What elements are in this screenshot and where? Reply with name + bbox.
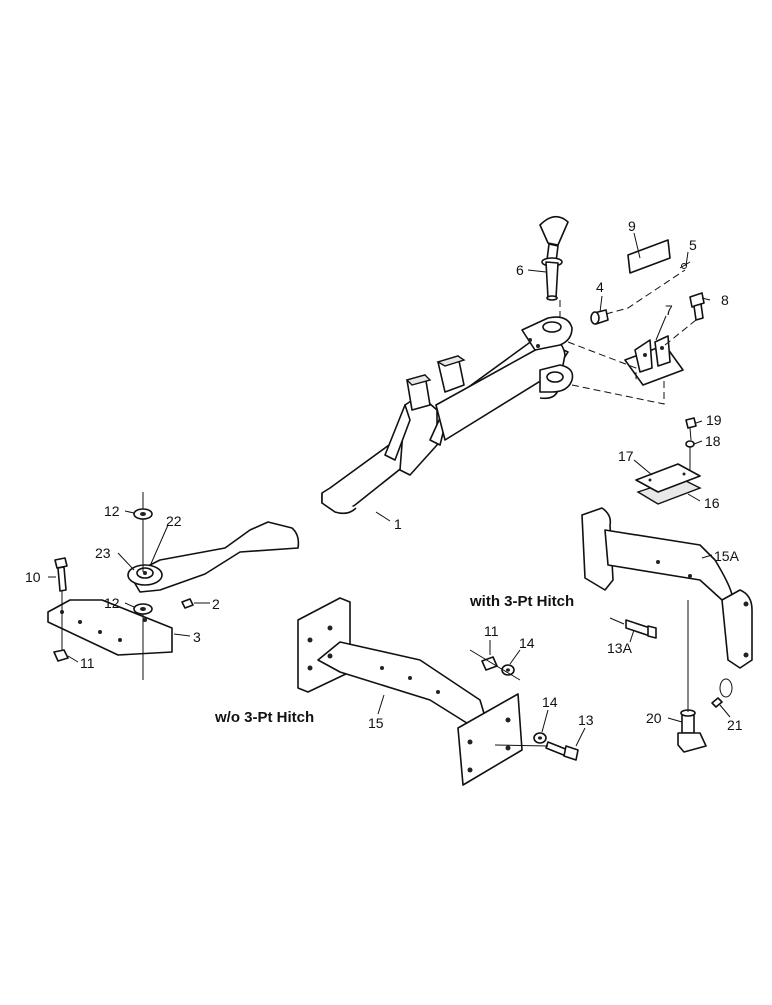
callout-7: 7 xyxy=(665,302,673,318)
callout-19: 19 xyxy=(706,412,722,428)
callout-15: 15 xyxy=(368,715,384,731)
washer-part-14-top xyxy=(501,664,515,676)
callout-3: 3 xyxy=(193,629,201,645)
callout-1: 1 xyxy=(394,516,402,532)
hitch-pin-part-6 xyxy=(539,215,569,301)
callout-6: 6 xyxy=(516,262,524,278)
bolt-part-13 xyxy=(545,741,579,761)
cotter-pin-part-5 xyxy=(679,261,691,269)
bolt-part-13A xyxy=(625,619,657,639)
pin-part-20 xyxy=(677,709,707,753)
callout-4: 4 xyxy=(596,279,604,295)
callout-2: 2 xyxy=(212,596,220,612)
callout-5: 5 xyxy=(689,237,697,253)
nut-part-2 xyxy=(181,598,194,609)
callout-16: 16 xyxy=(704,495,720,511)
caption-with-3pt-hitch: with 3-Pt Hitch xyxy=(469,593,574,610)
callout-numbers: 1 2 3 4 5 6 7 8 9 10 11 11 12 12 13 13A … xyxy=(25,218,743,733)
assembly-lines xyxy=(61,269,697,747)
nut-part-11-left xyxy=(53,649,69,662)
callout-20: 20 xyxy=(646,710,662,726)
washer-part-14-bottom xyxy=(533,732,547,744)
callout-12b: 12 xyxy=(104,595,120,611)
bolt-part-10 xyxy=(54,557,68,592)
clevis-pin-part-4 xyxy=(590,309,609,325)
callout-leaders xyxy=(48,232,731,747)
callout-11a: 11 xyxy=(80,655,95,671)
bracket-part-9 xyxy=(627,239,671,274)
callout-10: 10 xyxy=(25,569,41,585)
hitch-bar-part-15A xyxy=(581,507,753,669)
callout-14b: 14 xyxy=(542,694,558,710)
callout-14a: 14 xyxy=(519,635,535,651)
swivel-drawbar-part-22 xyxy=(127,521,300,593)
clevis-part-7 xyxy=(624,335,684,386)
callout-15A: 15A xyxy=(714,548,740,564)
callout-9: 9 xyxy=(628,218,636,234)
callout-13A: 13A xyxy=(607,640,633,656)
hitch-bar-part-15 xyxy=(297,597,523,786)
callout-22: 22 xyxy=(166,513,182,529)
callout-12a: 12 xyxy=(104,503,120,519)
callout-23: 23 xyxy=(95,545,111,561)
callout-21: 21 xyxy=(727,717,743,733)
caption-without-3pt-hitch: w/o 3-Pt Hitch xyxy=(214,709,314,726)
callout-17: 17 xyxy=(618,448,634,464)
bolt-part-8 xyxy=(689,292,705,321)
callout-13: 13 xyxy=(578,712,594,728)
bolt-part-19 xyxy=(685,417,697,441)
drawbar-frame-part-1 xyxy=(321,316,574,515)
lynch-pin-part-21 xyxy=(711,678,733,708)
top-plate-part-17 xyxy=(635,463,701,493)
washer-part-12-top xyxy=(133,508,153,520)
callout-8: 8 xyxy=(721,292,729,308)
callout-18: 18 xyxy=(705,433,721,449)
callout-11b: 11 xyxy=(484,623,499,639)
washer-part-12-bottom xyxy=(133,603,153,615)
